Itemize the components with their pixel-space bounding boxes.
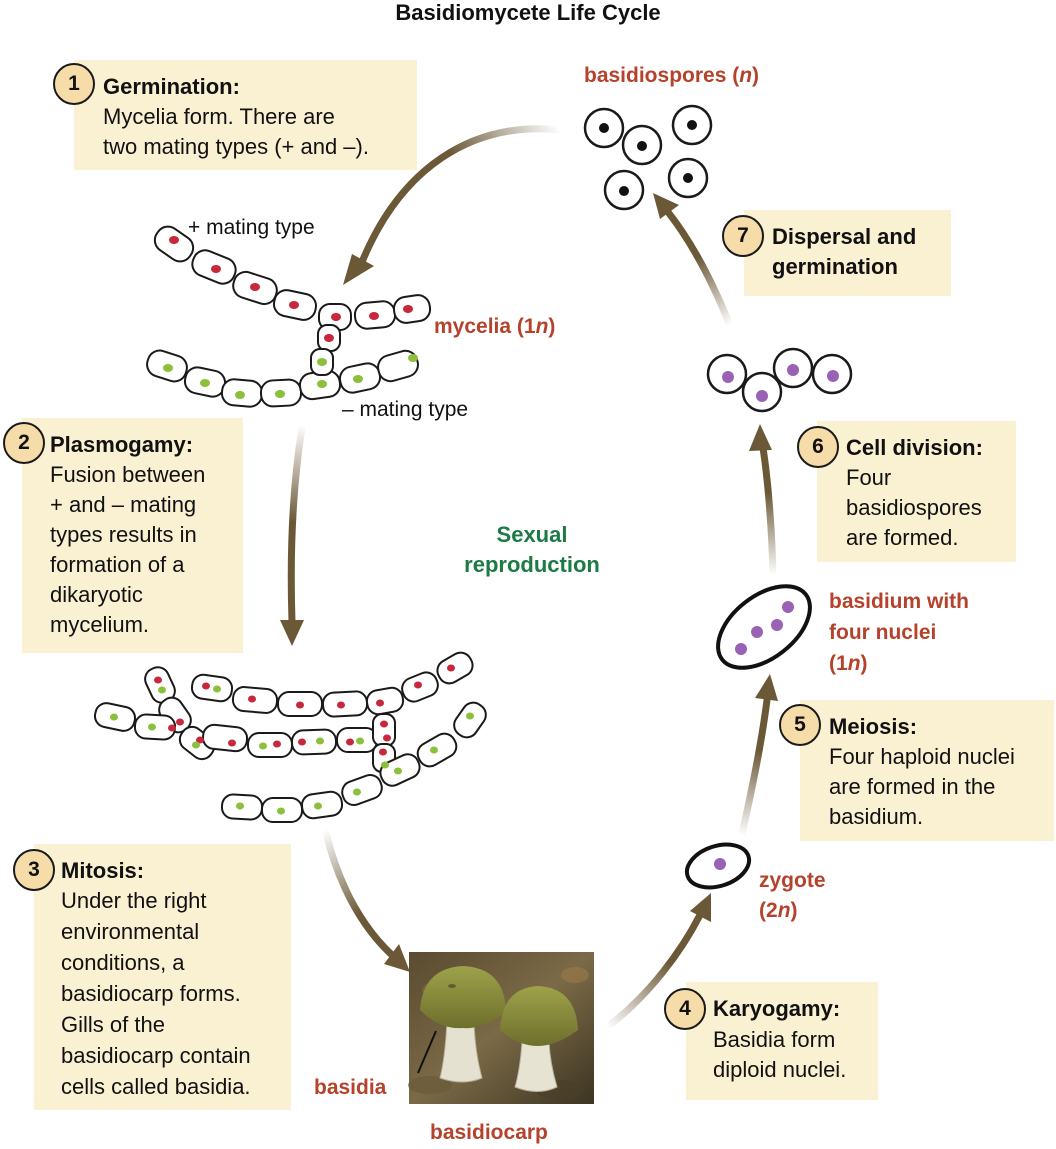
step-4-badge: 4 [664,988,706,1030]
cycle-arrow-1 [343,125,566,285]
mycelia-label-italic: n [535,315,549,338]
four-basidiospores [706,347,853,413]
step-4-line: Basidia form [713,1027,836,1052]
step-6-line: Four [846,465,892,490]
step-4-title: Karyogamy: [713,996,841,1021]
basidiocarp-image [408,952,594,1104]
step-6-line: are formed. [846,525,959,550]
step-3-line: environmental [61,919,200,944]
step-3-line: Gills of the [61,1012,165,1037]
basidium-label-line1: basidium with [829,590,970,613]
step-7-line: germination [772,254,898,279]
cycle-arrow-6 [749,424,777,580]
basidiospores-label-italic: n [739,64,753,87]
basidium-label-line2: four nuclei [829,621,937,644]
basidiospores-label: basidiospores (n) [584,64,759,88]
mycelia-label-text: mycelia (1 [434,315,536,338]
basidiospores-label-after: ) [752,64,760,87]
basidiospores-label-text: basidiospores ( [584,64,740,87]
diagram-title: Basidiomycete Life Cycle [395,0,661,25]
step-6-line: basidiospores [846,495,982,520]
step-2-badge: 2 [3,422,45,464]
minus-mating-type-label: – mating type [342,398,469,421]
step-1-title: Germination: [103,74,240,99]
zygote-label-line2-italic: n [777,899,791,922]
step-7-badge: 7 [722,215,764,257]
step-7-box [744,210,951,296]
step-3-badge: 3 [13,849,55,891]
step-3-line: conditions, a [61,950,185,975]
mycelia-label-after: ) [548,315,556,338]
zygote-label-line2-after: ) [790,899,798,922]
step-5-line: basidium. [829,804,924,829]
step-1-box [74,60,417,170]
step-3-line: cells called basidia. [61,1074,251,1099]
zygote-cell [684,842,752,890]
sexual-reproduction-label-l2: reproduction [464,552,600,577]
basidiospores-group [583,104,713,211]
step-1-badge: 1 [53,63,95,105]
zygote-label-line2: (2n) [759,899,798,923]
step-2-line: dikaryotic [50,582,143,607]
step-2-line: + and – mating [50,492,197,517]
step-6-title: Cell division: [846,435,983,460]
step-2-line: types results in [50,522,197,547]
sexual-reproduction-label-l1: Sexual [496,522,568,547]
basidium-label-line3-italic: n [847,652,861,675]
step-1-line: Mycelia form. There are [103,104,335,129]
basidiocarp-label: basidiocarp [430,1121,548,1144]
cycle-arrow-4 [602,893,711,1032]
step-4-box [686,982,878,1100]
step-5-box [800,700,1054,841]
step-2-line: mycelium. [50,612,150,637]
step-2-box [22,418,243,653]
step-3-line: basidiocarp forms. [61,981,241,1006]
basidium-label-line3-after: ) [860,652,868,675]
step-3-line: Under the right [61,888,207,913]
mycelia-label: mycelia (1n) [434,315,555,339]
step-2-line: formation of a [50,552,185,577]
step-4-line: diploid nuclei. [713,1057,847,1082]
step-2-line: Fusion between [50,462,206,487]
step-2-title: Plasmogamy: [50,432,194,457]
basidium-label-line3-text: (1 [829,652,848,675]
step-5-badge: 5 [779,704,821,746]
step-1-line: two mating types (+ and –). [103,134,369,159]
plus-mating-type-label: + mating type [188,216,315,239]
minus-mating-hypha [146,348,419,408]
cycle-arrow-7 [653,193,735,332]
plus-mating-hypha [153,225,432,352]
basidia-label: basidia [314,1076,387,1099]
step-3-line: basidiocarp contain [61,1043,251,1068]
cycle-arrow-5 [737,674,778,842]
step-3-box [34,844,291,1110]
cycle-arrow-3 [322,829,410,972]
dikaryotic-mycelium [93,651,487,823]
step-3-title: Mitosis: [61,858,145,883]
basidium-four-nuclei [716,584,812,670]
step-5-line: Four haploid nuclei [829,744,1015,769]
step-6-badge: 6 [797,426,839,468]
step-5-title: Meiosis: [829,714,918,739]
cycle-arrow-2 [280,424,306,646]
step-6-box [817,421,1016,562]
step-7-title: Dispersal and [772,224,917,249]
basidia-pointer-line [417,1030,437,1074]
basidium-label-line3: (1n) [829,652,868,676]
zygote-label-line1: zygote [759,869,826,892]
zygote-label-line2-text: (2 [759,899,778,922]
step-5-line: are formed in the [829,774,996,799]
